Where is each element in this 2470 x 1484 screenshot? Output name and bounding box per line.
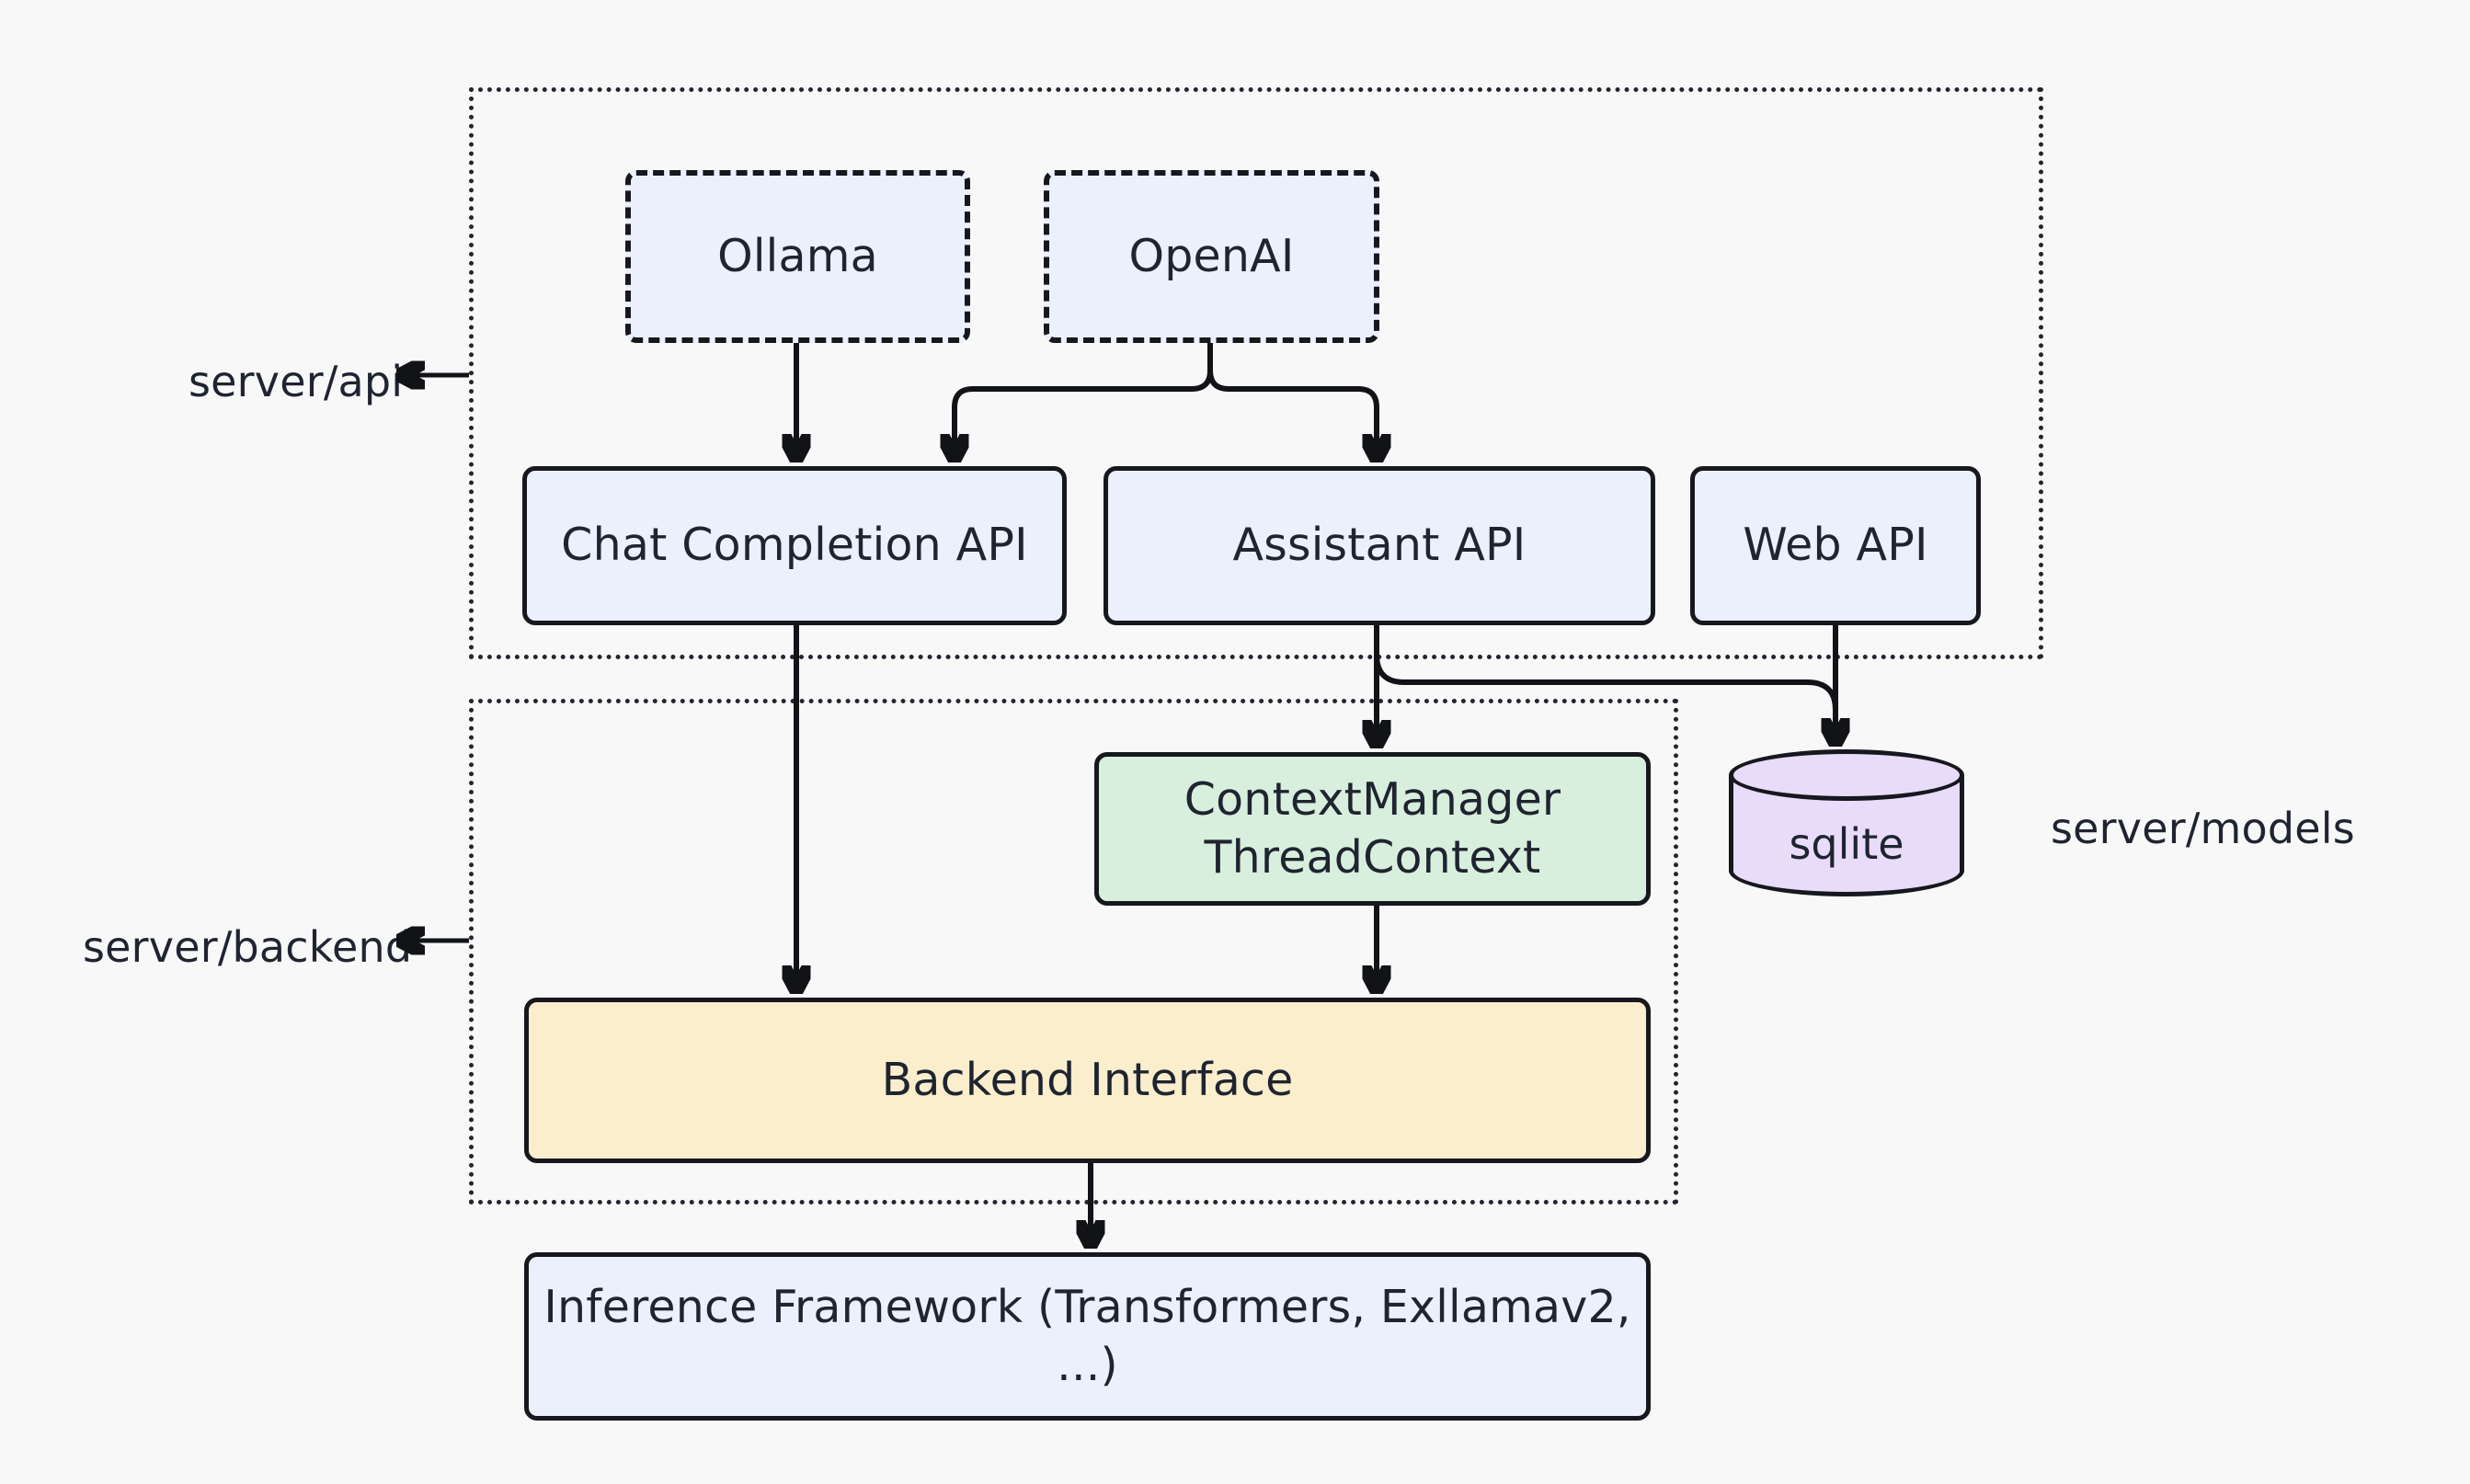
node-sqlite-database[interactable]: sqlite <box>1729 749 1964 896</box>
node-ollama[interactable]: Ollama <box>625 170 970 343</box>
group-server-backend <box>469 699 1678 1204</box>
label-server-api: server/api <box>189 357 404 406</box>
node-sqlite-label: sqlite <box>1789 819 1904 869</box>
node-assistant-api[interactable]: Assistant API <box>1103 466 1655 625</box>
node-backend-interface[interactable]: Backend Interface <box>524 998 1651 1163</box>
cylinder-top-shape <box>1729 749 1964 801</box>
node-openai[interactable]: OpenAI <box>1044 170 1379 343</box>
node-chat-completion-api[interactable]: Chat Completion API <box>522 466 1067 625</box>
node-context-manager[interactable]: ContextManager ThreadContext <box>1094 752 1651 906</box>
group-server-api <box>469 87 2043 659</box>
node-inference-framework[interactable]: Inference Framework (Transformers, Exlla… <box>524 1252 1651 1421</box>
node-web-api[interactable]: Web API <box>1690 466 1981 625</box>
label-server-backend: server/backend <box>83 922 413 972</box>
cylinder-seam-cover <box>1733 845 1960 873</box>
label-server-models: server/models <box>2051 804 2355 853</box>
